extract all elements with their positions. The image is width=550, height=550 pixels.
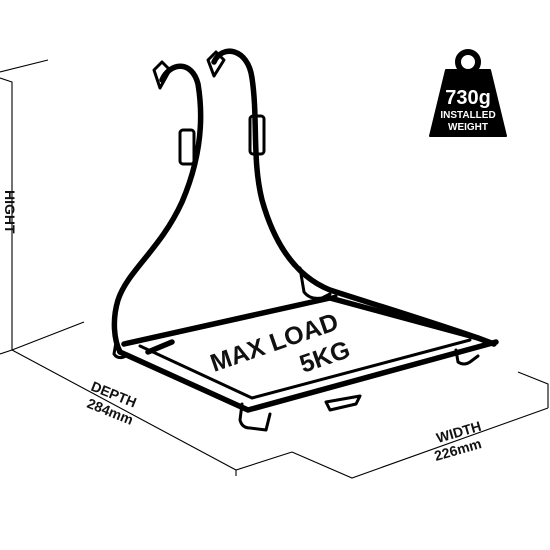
rear-bracket [298,266,332,300]
dimension-lines [0,59,549,479]
right-hook-clip [206,50,226,78]
platform-inner-rail [138,294,472,400]
front-foot-clip [238,402,272,432]
right-side-clamp [248,114,266,156]
left-hook-clip [152,60,172,90]
weight-icon [429,49,507,137]
weight-badge: 730g INSTALLED WEIGHT [429,49,507,137]
left-hook [111,63,204,355]
weight-line1: INSTALLED [440,110,495,121]
weight-line2: WEIGHT [448,122,488,133]
depth-guide-line [11,321,293,476]
height-label: HIGHT [2,190,18,234]
left-foot-clip [112,340,128,360]
left-side-clamp [178,128,196,166]
right-foot-clip [454,348,480,366]
right-hook [211,48,481,341]
weight-value: 730g [445,87,491,109]
width-guide-line [291,371,549,479]
side-bracket [324,394,362,412]
luggage-rack [111,48,499,432]
height-guide-line [0,59,49,355]
